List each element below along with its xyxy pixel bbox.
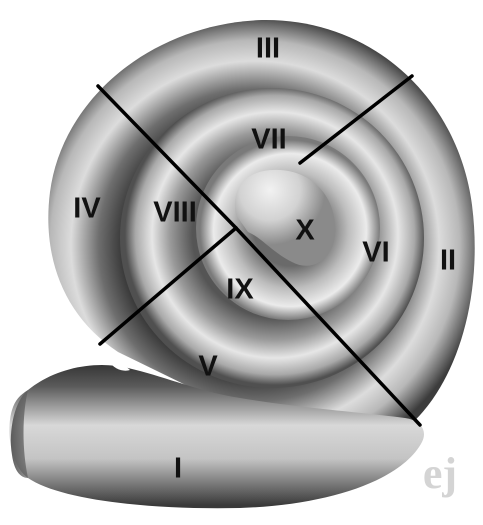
segment-label-vi: VI xyxy=(362,237,389,269)
watermark-text: ej xyxy=(423,449,457,498)
segment-label-i: I xyxy=(174,453,182,485)
segment-label-iii: III xyxy=(256,33,280,65)
segment-label-viii: VIII xyxy=(153,197,197,229)
segment-label-ii: II xyxy=(440,245,456,277)
segment-label-x: X xyxy=(295,215,315,247)
segment-label-v: V xyxy=(198,351,218,383)
segment-label-vii: VII xyxy=(251,124,286,156)
segment-label-ix: IX xyxy=(226,274,254,306)
segment-label-iv: IV xyxy=(73,193,101,225)
ej-watermark-logo: ej xyxy=(423,449,457,498)
